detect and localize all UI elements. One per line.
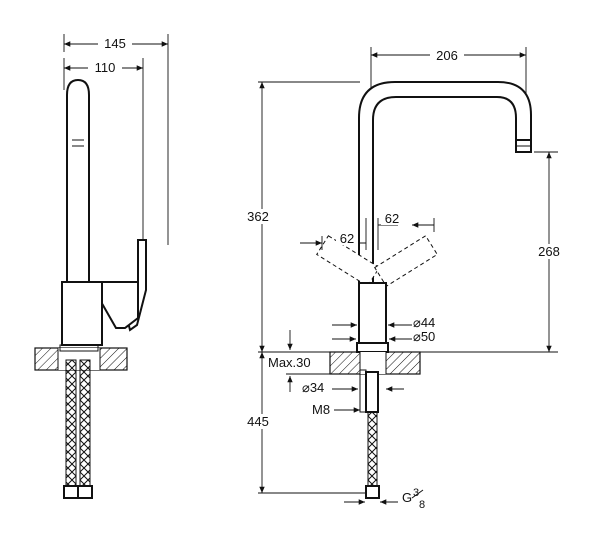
dim-connection-thread: G bbox=[402, 490, 412, 505]
dim-handle-offset-right: 62 bbox=[385, 211, 399, 226]
dim-body-diameter-top: ⌀44 bbox=[413, 315, 435, 330]
dim-connection-fraction-den: 8 bbox=[419, 499, 425, 511]
dim-overall-height: 362 bbox=[247, 209, 269, 224]
dim-outlet-height: 268 bbox=[538, 244, 560, 259]
side-view: 145 110 bbox=[34, 34, 169, 499]
dim-handle-offset-left: 62 bbox=[340, 231, 354, 246]
dim-hose-length: 445 bbox=[247, 414, 269, 429]
dim-stud-thread: M8 bbox=[312, 402, 330, 417]
dim-front-spout-reach: 206 bbox=[436, 48, 458, 63]
front-view: 206 362 268 62 62 bbox=[244, 47, 566, 511]
dim-side-overall-depth: 145 bbox=[104, 36, 126, 51]
dim-side-spout-depth: 110 bbox=[95, 60, 116, 75]
dim-connection-fraction-num: 3 bbox=[413, 487, 419, 499]
dim-hole-diameter: ⌀34 bbox=[302, 380, 324, 395]
dim-max-deck-thickness: Max.30 bbox=[268, 355, 311, 370]
dim-body-diameter-base: ⌀50 bbox=[413, 329, 435, 344]
